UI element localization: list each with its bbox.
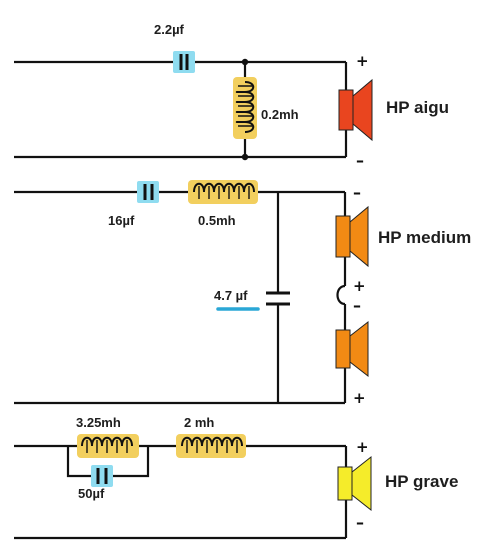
midrange-upper-speaker xyxy=(335,205,369,268)
speaker-magnet xyxy=(337,466,353,501)
speaker-cone xyxy=(351,455,372,512)
speaker-cone xyxy=(349,205,369,268)
midrange-lower-speaker xyxy=(335,320,369,378)
tweeter-speaker-label: HP aigu xyxy=(386,98,449,117)
midrange-lower-plus-sign: + xyxy=(353,389,366,407)
tweeter-capacitor-label: 2.2µf xyxy=(154,22,185,37)
speaker-cone xyxy=(352,78,373,142)
junction-dot xyxy=(241,153,249,161)
woofer-minus-sign: – xyxy=(356,513,364,532)
tweeter-inductor-label: 0.2mh xyxy=(261,107,299,122)
midrange-shunt-capacitor xyxy=(266,291,290,306)
woofer-inductor-2 xyxy=(176,434,246,458)
midrange-shunt-capacitor-label: 4.7 µf xyxy=(214,288,248,303)
woofer-speaker-label: HP grave xyxy=(385,472,458,491)
inductor-windings xyxy=(238,85,252,127)
tweeter-plus-sign: + xyxy=(356,52,369,70)
speaker-magnet xyxy=(335,215,351,258)
midrange-capacitor-label: 16µf xyxy=(108,213,135,228)
woofer-inductor-1-label: 3.25mh xyxy=(76,415,121,430)
woofer-speaker xyxy=(337,455,372,512)
midrange-lower-minus-sign: – xyxy=(353,296,361,315)
speaker-cone xyxy=(349,320,369,378)
junction-dot xyxy=(241,58,249,66)
midrange-series-capacitor xyxy=(137,181,159,203)
midrange-upper-plus-sign: + xyxy=(353,277,366,295)
inductor-coil xyxy=(193,182,255,193)
inductor-coil xyxy=(181,436,243,447)
woofer-section: 3.25mh 50µf 2 mh + – HP grave xyxy=(14,415,458,540)
midrange-upper-minus-sign: – xyxy=(353,183,361,202)
midrange-series-inductor xyxy=(188,180,258,204)
capacitor-highlight xyxy=(137,181,159,203)
speaker-series-link xyxy=(336,284,346,306)
capacitor-highlight xyxy=(173,51,195,73)
woofer-parallel-branch xyxy=(66,446,150,478)
tweeter-section: 2.2µf 0.2mh + – HP aigu xyxy=(14,22,449,170)
woofer-inductor-1 xyxy=(77,434,139,458)
speaker-magnet xyxy=(338,89,354,131)
tweeter-shunt-inductor xyxy=(233,77,257,139)
woofer-capacitor-label: 50µf xyxy=(78,486,105,501)
inductor-windings xyxy=(198,186,250,199)
tweeter-minus-sign: – xyxy=(356,151,364,170)
speaker-magnet xyxy=(335,329,351,369)
inductor-coil xyxy=(235,81,255,133)
midrange-speaker-label: HP medium xyxy=(378,228,471,247)
capacitor-highlight xyxy=(91,465,113,487)
midrange-section: 16µf 0.5mh 4.7 µf – + – + HP medium xyxy=(14,180,471,407)
inductor-windings xyxy=(86,440,128,453)
tweeter-series-capacitor xyxy=(173,51,195,73)
inductor-coil xyxy=(81,436,133,447)
inductor-windings xyxy=(186,440,238,453)
woofer-inductor-2-label: 2 mh xyxy=(184,415,214,430)
woofer-plus-sign: + xyxy=(356,438,369,456)
woofer-parallel-capacitor xyxy=(91,465,113,487)
midrange-inductor-label: 0.5mh xyxy=(198,213,236,228)
tweeter-speaker xyxy=(338,78,373,142)
